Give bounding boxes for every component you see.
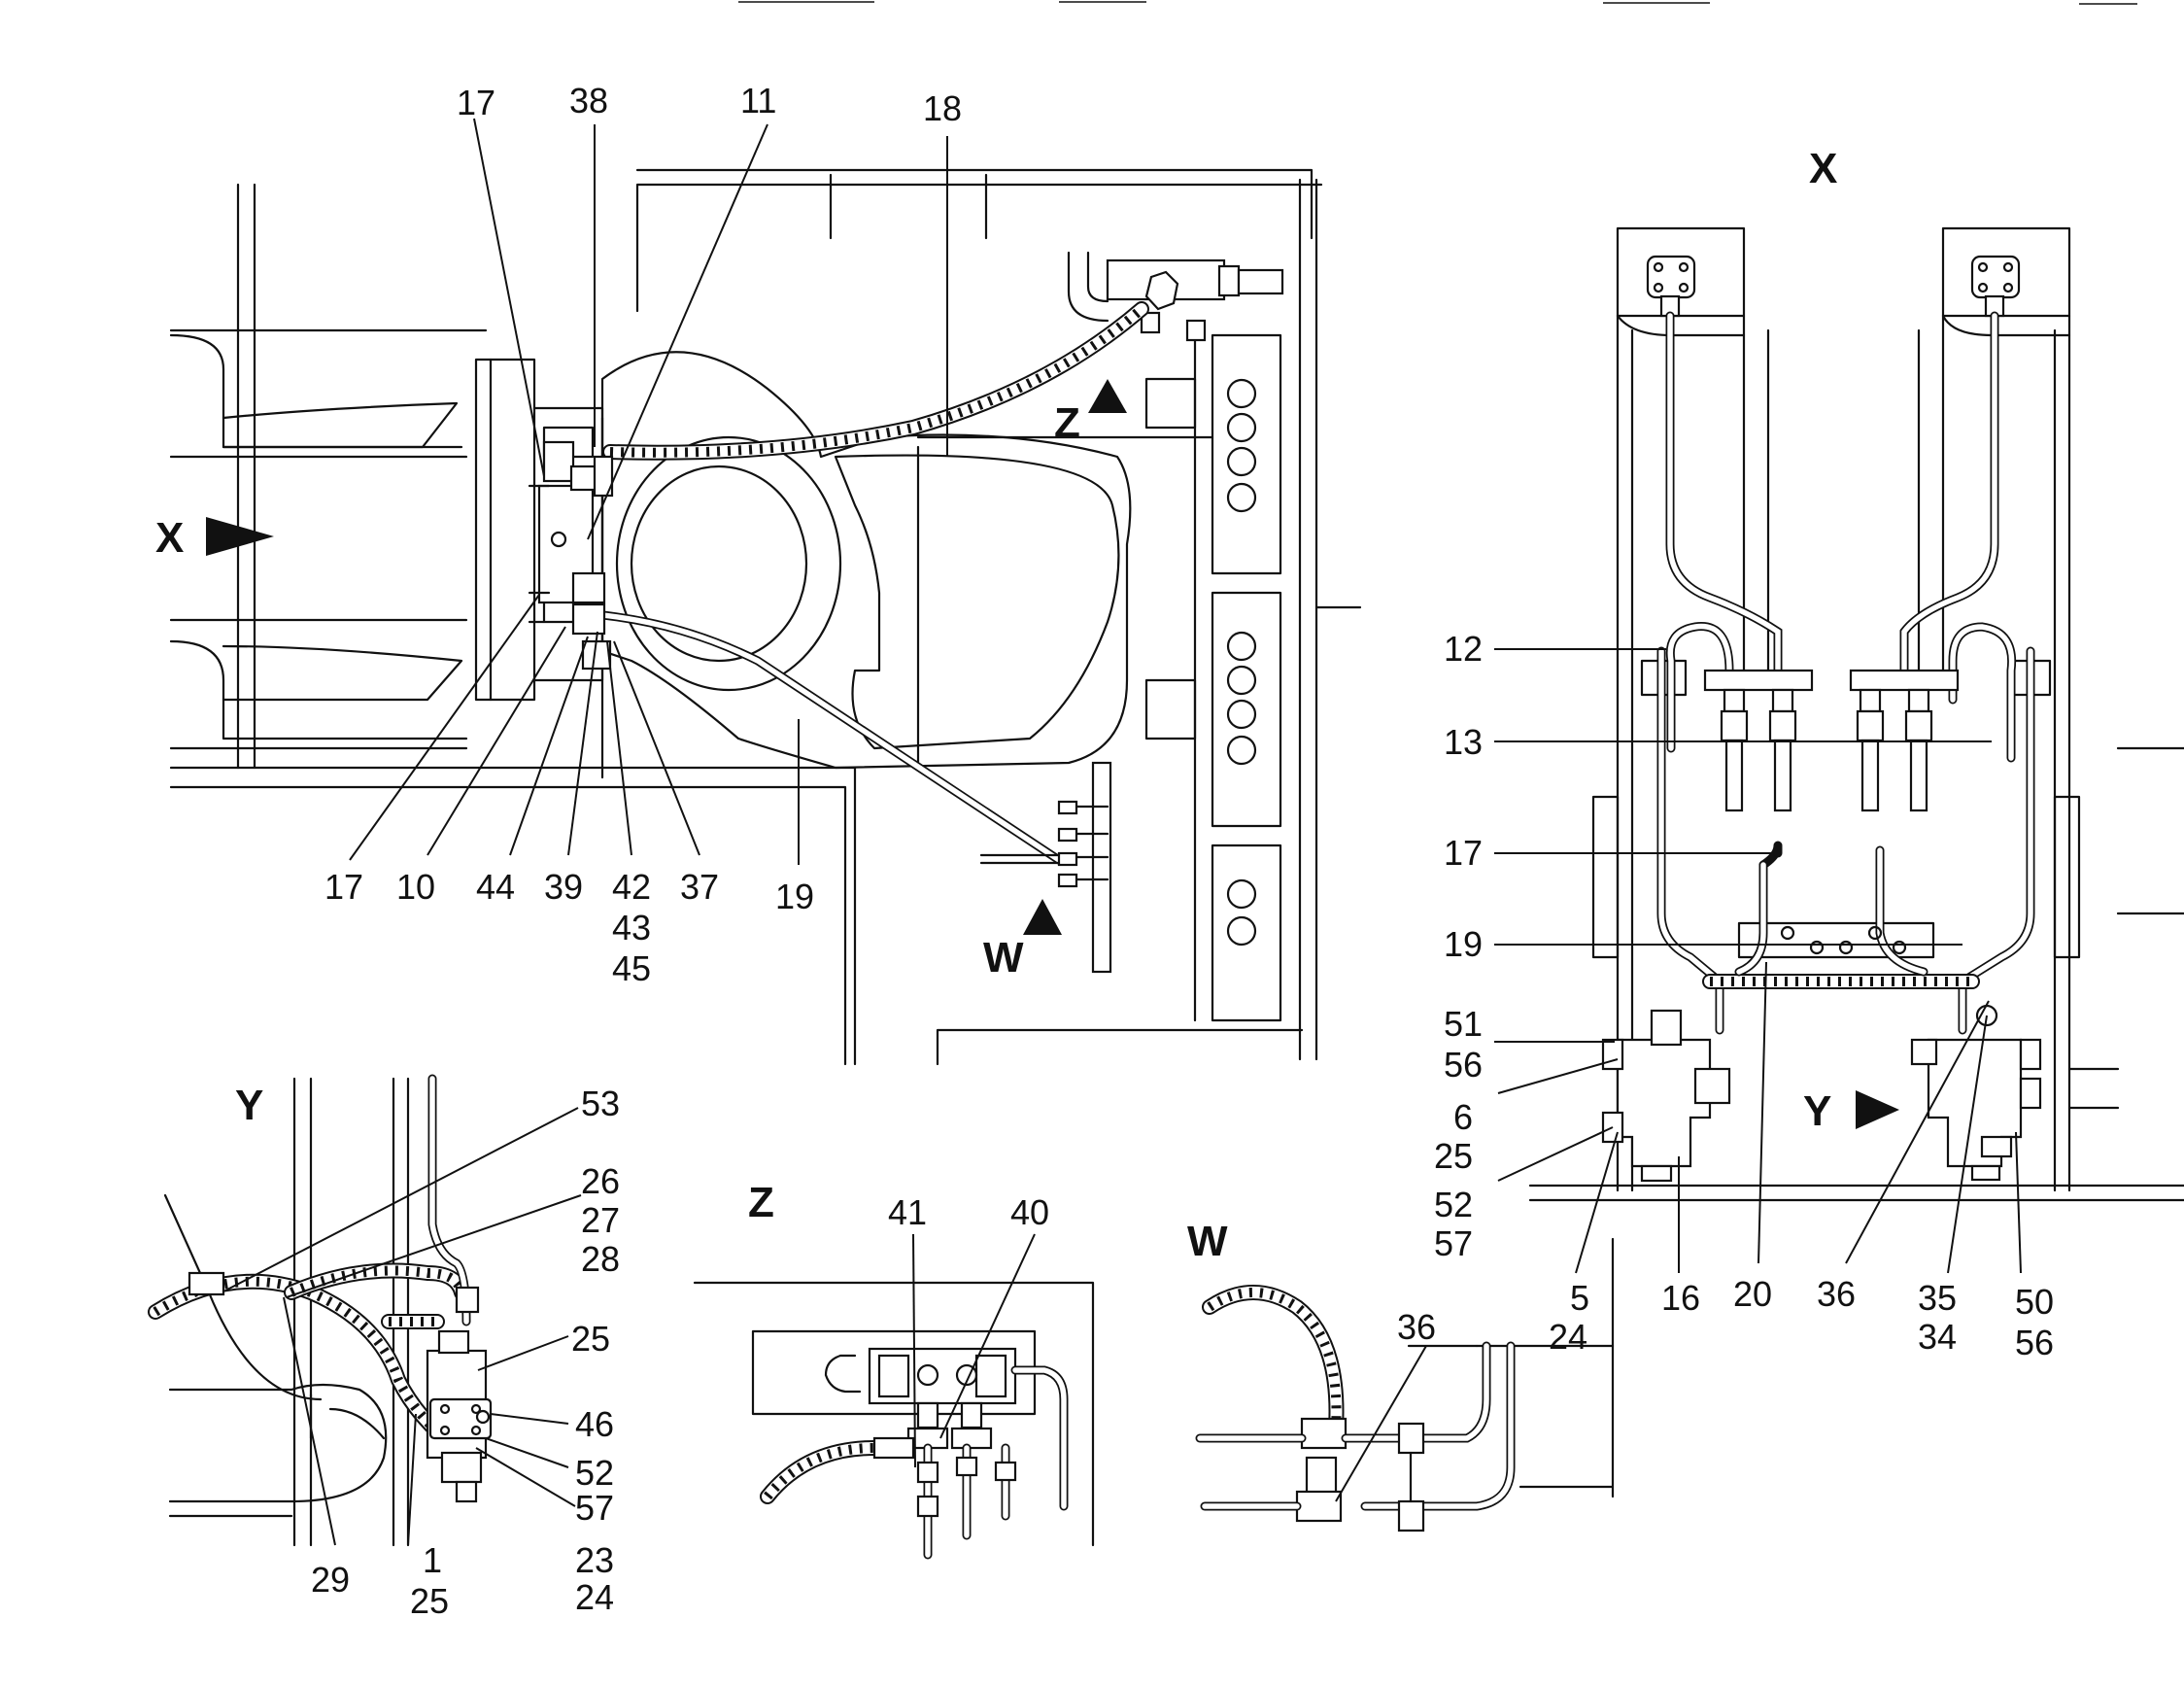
callout-19: 19 <box>775 877 814 916</box>
callout-y-27: 27 <box>581 1200 620 1240</box>
callout-x-50: 50 <box>2015 1282 2054 1322</box>
view-w-labels: W 36 <box>1187 1218 1436 1347</box>
callout-x-13: 13 <box>1444 722 1483 762</box>
callout-x-19: 19 <box>1444 924 1483 964</box>
callout-y-25: 25 <box>571 1319 610 1359</box>
main-view-frame <box>169 168 1362 1066</box>
callout-y-29: 29 <box>311 1560 350 1600</box>
callout-38: 38 <box>569 81 608 120</box>
main-view-w-fittings <box>979 761 1112 974</box>
y-view-arrow <box>1856 1090 1899 1129</box>
callout-y-24: 24 <box>575 1577 614 1617</box>
view-w-title: W <box>1187 1218 1228 1265</box>
callout-45: 45 <box>612 948 651 988</box>
callout-10: 10 <box>396 867 435 907</box>
callout-y-53: 53 <box>581 1084 620 1123</box>
view-x-top-flanges <box>1646 255 2021 318</box>
view-x-manifold <box>1703 669 1960 812</box>
callout-x-36: 36 <box>1817 1274 1856 1314</box>
callout-x-57: 57 <box>1434 1223 1473 1263</box>
view-x-title: X <box>1809 145 1837 192</box>
callout-x-56: 56 <box>1444 1045 1483 1084</box>
view-z-leaders <box>912 1233 1036 1468</box>
callout-y-28: 28 <box>581 1239 620 1279</box>
callout-y-23: 23 <box>575 1540 614 1580</box>
main-view-leaders <box>349 118 948 865</box>
view-z-title: Z <box>748 1179 774 1226</box>
view-w-frame <box>1407 1237 1615 1498</box>
page-top-marks <box>738 1 2137 5</box>
callout-x-5: 5 <box>1570 1278 1589 1318</box>
view-x-right-valve <box>1910 1004 2042 1182</box>
main-view-casting <box>600 351 1132 770</box>
view-y-valve <box>188 1271 493 1503</box>
hose-18 <box>602 301 1149 461</box>
z-arrow-label: Z <box>1054 399 1080 447</box>
callout-x-17: 17 <box>1444 833 1483 873</box>
view-z-labels: Z 41 40 <box>748 1179 1049 1232</box>
callout-x-56b: 56 <box>2015 1323 2054 1362</box>
callout-44: 44 <box>476 867 515 907</box>
tube-19 <box>588 609 1064 865</box>
callout-y-52: 52 <box>575 1453 614 1493</box>
callout-17-bottom: 17 <box>324 867 363 907</box>
view-y-title: Y <box>235 1082 263 1129</box>
view-x-labels: X 12 13 17 19 51 56 6 25 52 57 5 24 16 2… <box>1434 145 2054 1362</box>
z-view-arrow <box>1088 379 1127 413</box>
view-x-left-valve <box>1601 1009 1731 1183</box>
y-arrow-label: Y <box>1803 1087 1831 1135</box>
view-z-frame <box>693 1281 1095 1547</box>
callout-x-12: 12 <box>1444 629 1483 669</box>
callout-x-52: 52 <box>1434 1185 1473 1224</box>
callout-18: 18 <box>923 88 962 128</box>
callout-x-35: 35 <box>1918 1278 1957 1318</box>
callout-x-20: 20 <box>1733 1274 1772 1314</box>
main-view-labels: 17 38 11 18 17 10 44 39 42 43 45 37 19 X… <box>155 81 1080 988</box>
main-view-valve-cluster <box>528 440 614 671</box>
callout-42: 42 <box>612 867 651 907</box>
x-view-arrow <box>206 517 274 556</box>
view-x-tubes <box>1656 311 2035 1035</box>
main-view-top-fitting <box>1067 251 1284 342</box>
callout-x-16: 16 <box>1661 1278 1700 1318</box>
callout-y-26: 26 <box>581 1161 620 1201</box>
view-y-leaders <box>224 1107 582 1546</box>
callout-w-36: 36 <box>1397 1307 1436 1347</box>
callout-y-57: 57 <box>575 1488 614 1528</box>
view-z-fittings <box>760 1347 1069 1560</box>
view-x-bottom-hose <box>1702 845 1980 989</box>
callout-z-41: 41 <box>888 1192 927 1232</box>
callout-y-46: 46 <box>575 1404 614 1444</box>
callout-z-40: 40 <box>1010 1192 1049 1232</box>
view-y-labels: Y 53 26 27 28 25 46 52 57 23 24 29 1 25 <box>235 1082 620 1621</box>
callout-x-24: 24 <box>1549 1317 1587 1357</box>
callout-43: 43 <box>612 908 651 947</box>
callout-11: 11 <box>740 81 776 120</box>
view-x-leaders <box>1494 648 2022 1274</box>
callout-x-34: 34 <box>1918 1317 1957 1357</box>
x-arrow-label: X <box>155 514 184 562</box>
callout-x-51: 51 <box>1444 1004 1483 1044</box>
w-arrow-label: W <box>983 934 1024 981</box>
view-w-fittings <box>1195 1285 1516 1532</box>
callout-x-25: 25 <box>1434 1136 1473 1176</box>
callout-y-25b: 25 <box>410 1581 449 1621</box>
callout-x-6: 6 <box>1453 1097 1473 1137</box>
view-w-leaders <box>1335 1345 1427 1502</box>
callout-37: 37 <box>680 867 719 907</box>
callout-39: 39 <box>544 867 583 907</box>
main-view-bolt-holes <box>1226 378 1257 947</box>
callout-17-top: 17 <box>457 83 495 122</box>
w-view-arrow <box>1023 899 1062 935</box>
callout-y-1: 1 <box>423 1540 442 1580</box>
view-y-frame <box>163 1077 410 1547</box>
